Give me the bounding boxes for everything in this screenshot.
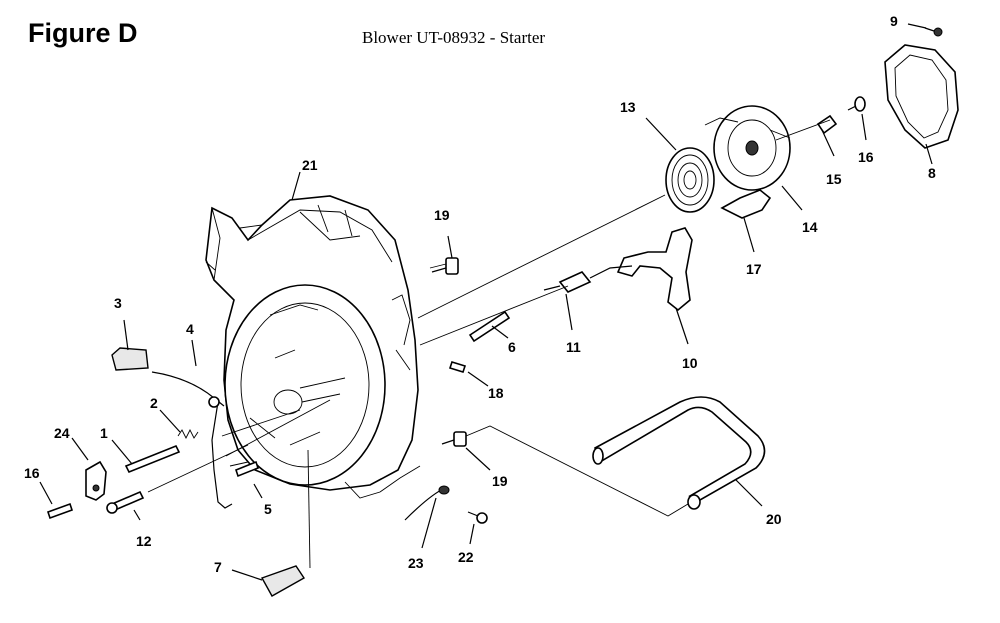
screw-18 xyxy=(448,361,467,373)
starter-cover-gasket xyxy=(884,44,959,149)
throttle-shaft-1 xyxy=(124,444,181,474)
figure-label: Figure D xyxy=(28,18,138,48)
callout-1: 1 xyxy=(100,425,108,441)
callout-19-lower: 19 xyxy=(492,473,508,489)
callout-9: 9 xyxy=(890,13,898,29)
callout-21: 21 xyxy=(302,157,318,173)
callout-17: 17 xyxy=(746,261,762,277)
stop-switch xyxy=(111,347,149,371)
callout-14: 14 xyxy=(802,219,818,235)
callout-8: 8 xyxy=(928,165,936,181)
throttle-lever-24 xyxy=(85,460,107,501)
callout-6: 6 xyxy=(508,339,516,355)
callout-16-right: 16 xyxy=(858,149,874,165)
starter-rope-coil xyxy=(720,189,772,219)
callout-7: 7 xyxy=(214,559,222,575)
blower-housing xyxy=(205,195,421,499)
screw-16-left xyxy=(46,502,74,520)
ground-wire xyxy=(404,485,450,521)
throttle-cable xyxy=(151,371,233,509)
recoil-pulley xyxy=(704,105,791,191)
callout-2: 2 xyxy=(150,395,158,411)
callout-10: 10 xyxy=(682,355,698,371)
handle-bar xyxy=(592,396,766,510)
callout-labels: 1 2 3 4 5 6 7 8 9 10 11 12 13 14 15 16 1… xyxy=(24,13,936,575)
long-bolt-6 xyxy=(468,310,511,343)
leader-lines xyxy=(39,23,933,581)
pin-12 xyxy=(106,490,145,514)
label-pad-7 xyxy=(260,565,306,597)
callout-3: 3 xyxy=(114,295,122,311)
callout-13: 13 xyxy=(620,99,636,115)
pawl-bolt xyxy=(847,96,866,112)
callout-11: 11 xyxy=(566,339,581,355)
cover-screw xyxy=(924,27,943,37)
callout-19-upper: 19 xyxy=(434,207,450,223)
callout-22: 22 xyxy=(458,549,474,565)
callout-20: 20 xyxy=(766,511,782,527)
rope-insert xyxy=(543,265,633,293)
figure-title: Blower UT-08932 - Starter xyxy=(362,28,546,47)
callout-4: 4 xyxy=(186,321,194,337)
callout-5: 5 xyxy=(264,501,272,517)
screw-22 xyxy=(467,511,488,524)
callout-12: 12 xyxy=(136,533,152,549)
callout-15: 15 xyxy=(826,171,842,187)
callout-16-left: 16 xyxy=(24,465,40,481)
spring-2 xyxy=(177,428,199,440)
bolt-19-upper xyxy=(431,257,459,275)
screw-5 xyxy=(235,460,259,478)
callout-23: 23 xyxy=(408,555,424,571)
starter-handle xyxy=(616,227,693,312)
ratchet-pawl xyxy=(816,114,838,135)
callout-18: 18 xyxy=(488,385,504,401)
recoil-spring xyxy=(665,147,715,213)
bolt-19-lower xyxy=(441,431,467,447)
callout-24: 24 xyxy=(54,425,70,441)
